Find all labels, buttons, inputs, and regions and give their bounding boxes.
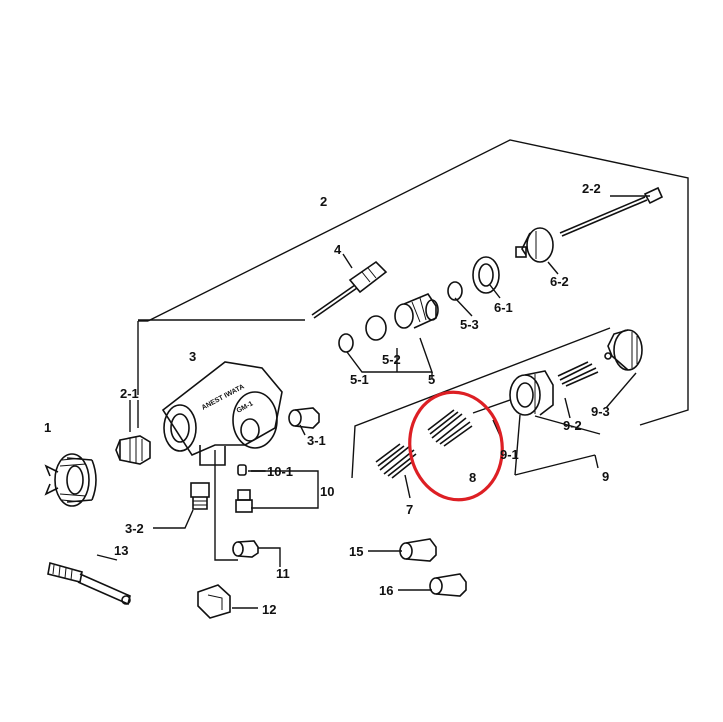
label-3-2: 3-2 <box>125 521 144 536</box>
part-9-1-body <box>509 370 554 416</box>
label-1: 1 <box>44 420 51 435</box>
part-2-2-needle <box>559 186 664 237</box>
label-10: 10 <box>320 484 334 499</box>
label-9-2: 9-2 <box>563 418 582 433</box>
part-5-2-ring <box>365 315 387 341</box>
label-6-2: 6-2 <box>550 274 569 289</box>
label-3-1: 3-1 <box>307 433 326 448</box>
label-16: 16 <box>379 583 393 598</box>
label-2: 2 <box>320 194 327 209</box>
part-5-3-ring <box>447 281 463 301</box>
leader-lines <box>96 139 689 609</box>
label-5-1: 5-1 <box>350 372 369 387</box>
label-4: 4 <box>334 242 342 257</box>
part-3-1-plug <box>288 407 320 429</box>
part-7-spring <box>375 443 417 479</box>
part-12-clip <box>197 584 231 619</box>
label-11: 11 <box>276 566 290 581</box>
part-4-valve <box>311 260 388 319</box>
part-8-spring <box>427 409 473 447</box>
part-6-2-guide <box>515 227 554 263</box>
label-5-3: 5-3 <box>460 317 479 332</box>
label-13: 13 <box>114 543 128 558</box>
label-15: 15 <box>349 544 363 559</box>
label-5: 5 <box>428 372 435 387</box>
label-5-2: 5-2 <box>382 352 401 367</box>
part-6-1-packing <box>472 256 500 294</box>
part-labels: 1 2 2-1 2-2 3 3-1 3-2 4 5 5-1 5-2 5-3 6-… <box>44 181 610 617</box>
label-9-1: 9-1 <box>500 447 519 462</box>
label-2-2: 2-2 <box>582 181 601 196</box>
label-10-1: 10-1 <box>267 464 293 479</box>
part-9-3-spring <box>557 361 599 387</box>
part-13-brush <box>47 561 131 606</box>
part-10-1-screw <box>237 464 247 476</box>
label-3: 3 <box>189 349 196 364</box>
part-11-nipple <box>232 540 259 558</box>
label-8: 8 <box>469 470 476 485</box>
label-6-1: 6-1 <box>494 300 513 315</box>
part-16-plug <box>429 573 467 597</box>
label-7: 7 <box>406 502 413 517</box>
part-5-1-ring <box>338 333 354 353</box>
part-3-gun-body: ANEST IWATA GM-1 <box>161 361 283 466</box>
part-2-1-nozzle <box>115 435 151 465</box>
part-5-valve-seat <box>394 293 439 329</box>
label-9: 9 <box>602 469 609 484</box>
part-1-air-cap <box>44 453 97 507</box>
part-15-plug <box>399 538 437 562</box>
label-12: 12 <box>262 602 276 617</box>
highlight-ring <box>408 390 504 502</box>
label-9-3: 9-3 <box>591 404 610 419</box>
part-3-2-fitting <box>190 482 210 510</box>
label-2-1: 2-1 <box>120 386 139 401</box>
part-10-fitting <box>235 489 253 513</box>
part-9-knob <box>604 329 643 371</box>
